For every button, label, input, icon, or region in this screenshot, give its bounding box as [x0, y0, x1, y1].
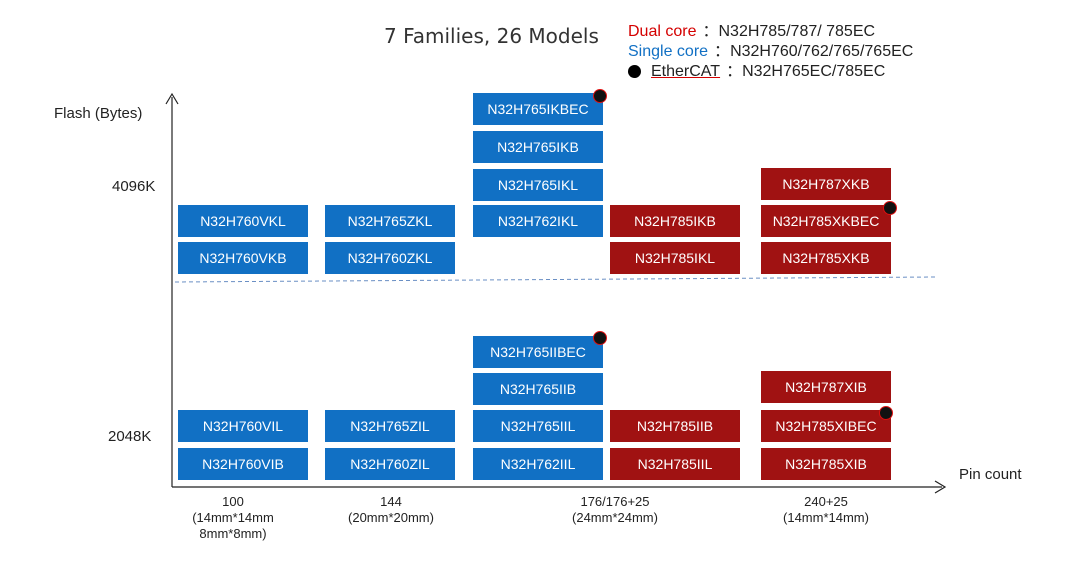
- model-chip: N32H765IIB: [473, 373, 603, 405]
- model-chip: N32H760VKL: [178, 205, 308, 237]
- model-chip: N32H760ZKL: [325, 242, 455, 274]
- legend-single-key: Single core: [628, 43, 709, 60]
- model-chip: N32H785XKB: [761, 242, 891, 274]
- pin-group-176: 176/176+25 (24mm*24mm): [572, 494, 658, 525]
- ethercat-badge-icon: [879, 406, 893, 420]
- pin-group-100: 100 (14mm*14mm 8mm*8mm): [192, 494, 274, 541]
- y-axis-title: Flash (Bytes): [54, 105, 143, 122]
- legend-ethercat-key: EtherCAT: [651, 63, 721, 80]
- y-axis-arrowhead: [165, 92, 179, 105]
- model-chip: N32H765ZKL: [325, 205, 455, 237]
- legend-dual-sep: ：: [702, 23, 719, 40]
- model-chip: N32H765IKL: [473, 169, 603, 201]
- legend-ethercat-value: N32H765EC/785EC: [742, 63, 886, 80]
- legend-dual-key: Dual core: [628, 23, 697, 40]
- model-chip: N32H762IIL: [473, 448, 603, 480]
- model-chip: N32H785XIB: [761, 448, 891, 480]
- x-axis-arrowhead: [934, 480, 947, 494]
- model-chip: N32H760VIL: [178, 410, 308, 442]
- legend-single-core: Single core ：N32H760/762/765/765EC: [628, 42, 913, 62]
- model-chip: N32H765IKB: [473, 131, 603, 163]
- legend-dual-value: N32H785/787/ 785EC: [718, 23, 876, 40]
- legend-dual-core: Dual core ：N32H785/787/ 785EC: [628, 22, 875, 42]
- legend-ethercat: EtherCAT ：N32H765EC/785EC: [651, 62, 885, 82]
- model-chip: N32H787XKB: [761, 168, 891, 200]
- model-chip: N32H760ZIL: [325, 448, 455, 480]
- model-chip: N32H765ZIL: [325, 410, 455, 442]
- ethercat-badge-icon: [593, 89, 607, 103]
- flash-divider-line: [174, 276, 936, 283]
- model-chip: N32H787XIB: [761, 371, 891, 403]
- model-chip: N32H765IIL: [473, 410, 603, 442]
- legend-single-sep: ：: [714, 43, 731, 60]
- model-chip: N32H762IKL: [473, 205, 603, 237]
- ethercat-badge-icon: [593, 331, 607, 345]
- model-chip: N32H765IIBEC: [473, 336, 603, 368]
- model-chip: N32H785IIL: [610, 448, 740, 480]
- page-title: 7 Families, 26 Models: [384, 24, 599, 48]
- pin-group-240: 240+25 (14mm*14mm): [783, 494, 869, 525]
- model-chip: N32H785IIB: [610, 410, 740, 442]
- model-chip: N32H760VIB: [178, 448, 308, 480]
- model-chip: N32H785IKL: [610, 242, 740, 274]
- y-tick-2048k: 2048K: [108, 428, 152, 445]
- pin-group-144: 144 (20mm*20mm): [348, 494, 434, 525]
- model-chip: N32H785IKB: [610, 205, 740, 237]
- x-axis-title: Pin count: [959, 466, 1022, 483]
- ethercat-badge-icon: [883, 201, 897, 215]
- model-chip: N32H760VKB: [178, 242, 308, 274]
- y-tick-4096k: 4096K: [112, 178, 156, 195]
- legend-single-value: N32H760/762/765/765EC: [730, 43, 914, 60]
- legend-ethercat-sep: ：: [726, 63, 743, 80]
- model-chip: N32H785XIBEC: [761, 410, 891, 442]
- model-chip: N32H765IKBEC: [473, 93, 603, 125]
- ethercat-dot-icon: [628, 65, 641, 78]
- model-chip: N32H785XKBEC: [761, 205, 891, 237]
